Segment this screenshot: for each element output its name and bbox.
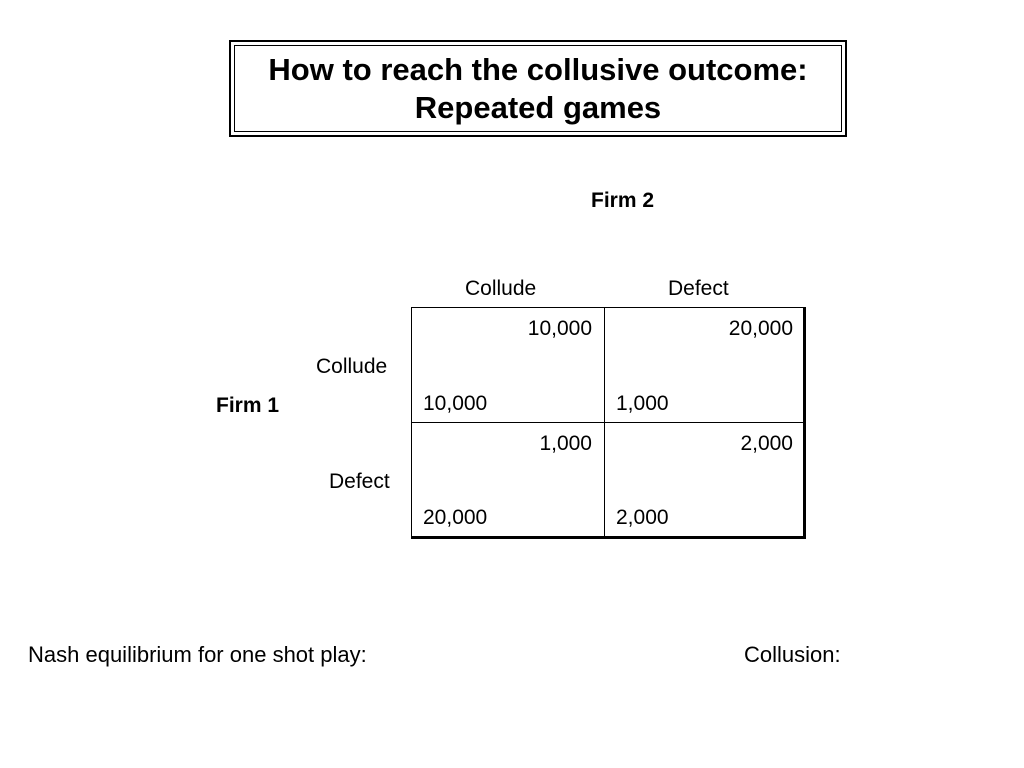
column-header-collude: Collude bbox=[465, 277, 537, 300]
payoff-cell-firm2: 20,000 bbox=[728, 317, 793, 340]
collusion-label: Collusion: bbox=[744, 642, 841, 667]
grid-line-left bbox=[411, 307, 412, 538]
firm2-label: Firm 2 bbox=[591, 189, 655, 212]
grid-line-top bbox=[411, 307, 806, 308]
grid-line-middle bbox=[411, 422, 806, 423]
slide-title-line-2: Repeated games bbox=[414, 89, 662, 125]
payoff-cell-firm1: 1,000 bbox=[616, 392, 669, 415]
payoff-matrix: 10,000 10,000 20,000 1,000 1,000 20,000 … bbox=[411, 307, 806, 539]
title-inner-frame: How to reach the collusive outcome: Repe… bbox=[234, 45, 842, 132]
slide-title-line-1: How to reach the collusive outcome: bbox=[268, 51, 808, 87]
payoff-cell-firm1: 10,000 bbox=[423, 392, 488, 415]
grid-line-right bbox=[803, 307, 806, 538]
title-box: How to reach the collusive outcome: Repe… bbox=[229, 40, 847, 137]
payoff-cell-firm1: 20,000 bbox=[423, 506, 488, 529]
grid-line-center bbox=[604, 307, 605, 538]
nash-equilibrium-label: Nash equilibrium for one shot play: bbox=[28, 642, 367, 667]
payoff-cell-firm1: 2,000 bbox=[616, 506, 669, 529]
row-header-defect: Defect bbox=[329, 470, 390, 493]
firm1-label: Firm 1 bbox=[216, 394, 280, 417]
grid-line-bottom bbox=[411, 536, 806, 539]
payoff-cell-firm2: 1,000 bbox=[539, 432, 592, 455]
payoff-cell-firm2: 2,000 bbox=[740, 432, 793, 455]
row-header-collude: Collude bbox=[316, 355, 388, 378]
payoff-cell-firm2: 10,000 bbox=[527, 317, 592, 340]
column-header-defect: Defect bbox=[668, 277, 729, 300]
